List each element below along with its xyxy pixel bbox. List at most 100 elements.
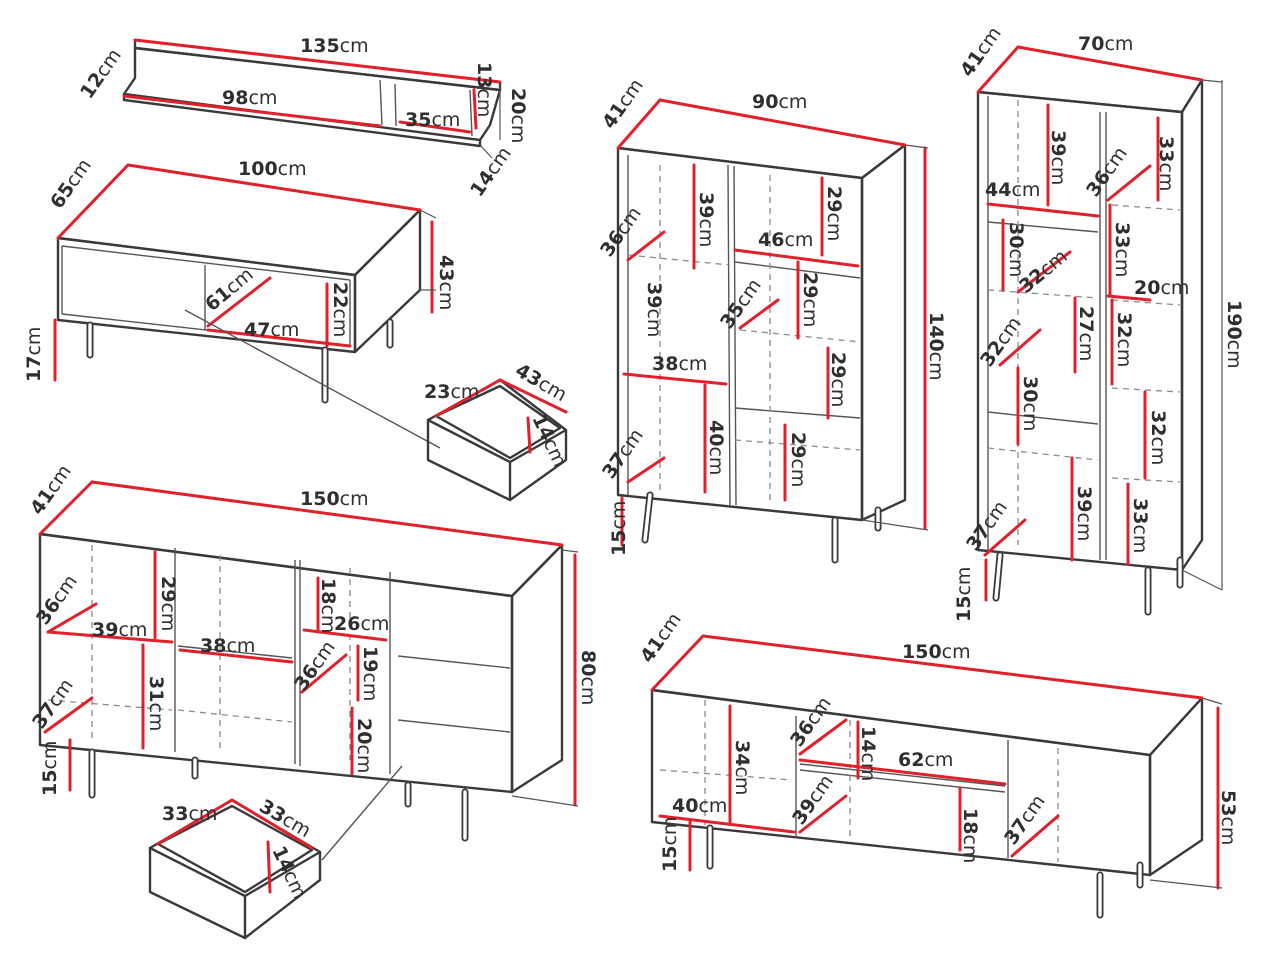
dim-label-tall-l-diag-bot: 37cm bbox=[962, 497, 1012, 555]
dim-unit: cm bbox=[329, 308, 351, 337]
dim-label-shelf-depth: 12cm bbox=[76, 45, 126, 103]
dim-label-tv-depth: 41cm bbox=[636, 609, 686, 667]
dim-value: 15 bbox=[608, 530, 630, 556]
dim-unit: cm bbox=[1073, 512, 1095, 541]
dim-label-bookcase-r-shelf-w: 46cm bbox=[758, 229, 813, 251]
dim-unit: cm bbox=[705, 446, 727, 475]
dim-value: 43 bbox=[435, 255, 457, 281]
dim-value: 33 bbox=[1129, 498, 1151, 524]
dim-label-tv-c-low-h: 18cm bbox=[959, 808, 981, 863]
dim-unit: cm bbox=[799, 298, 821, 327]
sideboard-150 bbox=[38, 480, 579, 861]
dim-unit: cm bbox=[959, 834, 981, 863]
dim-label-bookcase-r-mid2-h: 29cm bbox=[827, 352, 849, 407]
dim-value: 33 bbox=[1155, 136, 1177, 162]
dim-unit: cm bbox=[145, 702, 167, 731]
dim-unit: cm bbox=[942, 641, 971, 663]
dim-unit: cm bbox=[953, 567, 975, 596]
dim-label-tv-width: 150cm bbox=[902, 641, 971, 663]
dim-value: 29 bbox=[823, 186, 845, 212]
dim-unit: cm bbox=[659, 817, 681, 846]
dim-label-tall-r-h3: 32cm bbox=[1113, 312, 1135, 367]
dim-unit: cm bbox=[1005, 248, 1027, 277]
dim-value: 135 bbox=[300, 35, 340, 57]
dim-value: 22 bbox=[329, 282, 351, 308]
dim-value: 150 bbox=[300, 488, 340, 510]
dim-label-table-leg-height: 17cm bbox=[23, 327, 45, 382]
dim-label-sideboard-c3-low-h: 20cm bbox=[353, 718, 375, 773]
dim-label-tall-r-low-h: 33cm bbox=[1129, 498, 1151, 553]
dim-value: 33 bbox=[1111, 222, 1133, 248]
dim-label-table-drawer-width: 47cm bbox=[244, 319, 299, 341]
dim-unit: cm bbox=[317, 604, 339, 633]
dim-unit: cm bbox=[450, 381, 479, 403]
dim-value: 70 bbox=[1078, 33, 1104, 55]
dim-label-tall-l-h2: 30cm bbox=[1005, 222, 1027, 277]
tall-cabinet-70 bbox=[976, 45, 1223, 616]
dim-value: 13 bbox=[473, 62, 495, 88]
dim-label-tall-l-h3: 27cm bbox=[1075, 306, 1097, 361]
dim-unit: cm bbox=[1147, 436, 1169, 465]
dim-unit: cm bbox=[248, 87, 277, 109]
coffee-table bbox=[53, 163, 441, 449]
dim-label-sideboard-c3-top-h: 18cm bbox=[317, 578, 339, 633]
dim-label-tall-r-top-h: 33cm bbox=[1155, 136, 1177, 191]
dim-label-sideboard-drawer-depth: 33cm bbox=[162, 803, 217, 825]
dim-label-bookcase-r-diag: 35cm bbox=[716, 275, 766, 333]
dim-label-tall-height: 190cm bbox=[1223, 300, 1245, 369]
dim-value: 29 bbox=[157, 576, 179, 602]
dim-unit: cm bbox=[1129, 524, 1151, 553]
dim-label-sideboard-c1-diag-bot: 37cm bbox=[28, 675, 78, 733]
dim-value: 27 bbox=[1075, 306, 1097, 332]
sideboard-drawer-detail bbox=[148, 798, 322, 940]
dim-value: 20 bbox=[1134, 277, 1160, 299]
dim-label-bookcase-leg-height: 15cm bbox=[608, 501, 630, 556]
dim-value: 80 bbox=[577, 650, 599, 676]
dim-value: 33 bbox=[162, 803, 188, 825]
dim-label-tv-l-h: 34cm bbox=[731, 740, 753, 795]
dim-value: 30 bbox=[1019, 376, 1041, 402]
dim-label-sideboard-c1-shelf-w: 39cm bbox=[92, 619, 147, 641]
dim-label-bookcase-l-low-h: 40cm bbox=[705, 420, 727, 475]
dim-unit: cm bbox=[360, 613, 389, 635]
dim-unit: cm bbox=[608, 501, 630, 530]
dim-value: 39 bbox=[695, 192, 717, 218]
dim-label-tall-r-h4: 32cm bbox=[1147, 410, 1169, 465]
dim-value: 18 bbox=[317, 578, 339, 604]
dim-value: 39 bbox=[1047, 130, 1069, 156]
dim-value: 15 bbox=[39, 770, 61, 796]
dim-value: 40 bbox=[672, 795, 698, 817]
dim-label-tall-r-diag: 36cm bbox=[1082, 143, 1132, 201]
dim-value: 40 bbox=[705, 420, 727, 446]
dim-value: 62 bbox=[898, 749, 924, 771]
bookcase-90 bbox=[616, 98, 929, 564]
dim-unit: cm bbox=[1011, 179, 1040, 201]
dim-value: 31 bbox=[145, 676, 167, 702]
dim-label-bookcase-r-low-h: 29cm bbox=[787, 432, 809, 487]
dim-unit: cm bbox=[1217, 816, 1239, 845]
dim-unit: cm bbox=[270, 319, 299, 341]
dim-unit: cm bbox=[784, 229, 813, 251]
dim-label-sideboard-c1-low-h: 31cm bbox=[145, 676, 167, 731]
dim-label-tall-leg-height: 15cm bbox=[953, 567, 975, 622]
dim-unit: cm bbox=[678, 353, 707, 375]
dim-label-table-height: 43cm bbox=[435, 255, 457, 310]
dim-value: 39 bbox=[1073, 486, 1095, 512]
dim-unit: cm bbox=[359, 672, 381, 701]
dim-label-tv-c-top-h: 14cm bbox=[857, 726, 879, 781]
dim-value: 26 bbox=[334, 613, 360, 635]
dim-unit: cm bbox=[1155, 162, 1177, 191]
dim-value: 46 bbox=[758, 229, 784, 251]
dim-value: 38 bbox=[652, 353, 678, 375]
dim-unit: cm bbox=[473, 88, 495, 117]
dim-value: 53 bbox=[1217, 790, 1239, 816]
dim-unit: cm bbox=[1160, 277, 1189, 299]
dim-unit: cm bbox=[188, 803, 217, 825]
dim-unit: cm bbox=[435, 281, 457, 310]
dim-label-shelf-length: 135cm bbox=[300, 35, 369, 57]
dim-label-tv-l-w: 40cm bbox=[672, 795, 727, 817]
dim-value: 15 bbox=[953, 596, 975, 622]
dim-label-tall-width: 70cm bbox=[1078, 33, 1133, 55]
dim-unit: cm bbox=[340, 488, 369, 510]
